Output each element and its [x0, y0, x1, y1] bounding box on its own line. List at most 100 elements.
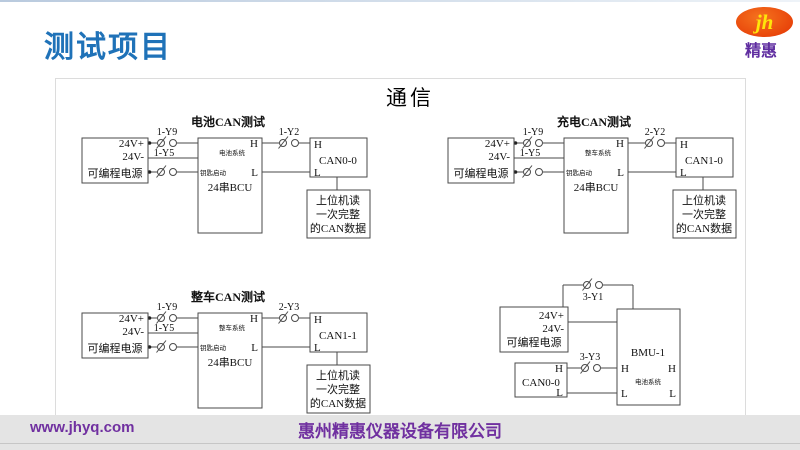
note-line: 上位机读 — [316, 368, 360, 382]
psu-positive: 24V+ — [485, 138, 510, 150]
diagram-charging-can-test: 充电CAN测试 24V+ 24V- 可编程电源 1-Y9 1-Y5 — [447, 114, 737, 239]
note-line: 一次完整 — [682, 207, 726, 221]
terminal-h: H — [250, 138, 258, 150]
relay-switch-power: 1-Y9 — [156, 302, 177, 324]
wires — [562, 284, 634, 394]
diagram-bmu-can-test: 3-Y1 24V+ 24V- 可编程电源 BMU-1 H H 电池系统 L L … — [499, 278, 681, 406]
switch-label: 1-Y5 — [154, 148, 175, 159]
switch-label: 1-Y9 — [157, 127, 178, 138]
can-channel-box: H CAN0-0 L — [514, 362, 568, 399]
bcu-key-label: 钥匙启动 — [200, 168, 227, 177]
slide-title: 测试项目 — [44, 31, 172, 64]
can-outline — [309, 137, 368, 178]
can-outline — [309, 312, 368, 353]
switch-label: 1-Y2 — [279, 127, 300, 138]
psu-negative: 24V- — [488, 151, 510, 163]
note-outline — [306, 364, 371, 414]
switch-label: 1-Y5 — [520, 148, 541, 159]
psu-outline — [499, 306, 569, 353]
terminal-h: H — [250, 313, 258, 325]
terminal-l: L — [617, 167, 624, 179]
terminal-l: L — [251, 167, 258, 179]
bmu-system-label: 电池系统 — [635, 377, 662, 386]
terminal-h: H — [314, 139, 322, 151]
psu-outline — [447, 137, 515, 184]
can-channel-box: H CAN1-0 L — [675, 137, 734, 179]
note-line: 上位机读 — [316, 193, 360, 207]
bcu-box: H 电池系统 钥匙启动 L 24串BCU — [197, 137, 263, 234]
psu-name: 可编程电源 — [88, 166, 143, 180]
bcu-outline — [197, 312, 263, 409]
psu-outline — [81, 137, 149, 184]
footer-website: www.jhyq.com — [30, 419, 135, 436]
psu-name: 可编程电源 — [507, 335, 562, 349]
switch-label: 1-Y5 — [154, 323, 175, 334]
bcu-box: H 整车系统 钥匙启动 L 24串BCU — [563, 137, 629, 234]
psu-positive: 24V+ — [119, 313, 144, 325]
psu-positive: 24V+ — [119, 138, 144, 150]
psu-negative: 24V- — [542, 323, 564, 335]
terminal-h: H — [314, 314, 322, 326]
relay-switch-can: 3-Y3 — [580, 352, 601, 374]
diagram-vehicle-can-test: 整车CAN测试 24V+ 24V- 可编程电源 1-Y9 1-Y5 — [81, 289, 371, 414]
switch-label: 3-Y1 — [583, 292, 604, 303]
bcu-system-label: 电池系统 — [219, 148, 246, 157]
note-outline — [306, 189, 371, 239]
diagram-title: 电池CAN测试 — [191, 114, 265, 129]
can-name: CAN0-0 — [319, 155, 357, 167]
note-line: 一次完整 — [316, 207, 360, 221]
can-channel-box: H CAN0-0 L — [309, 137, 368, 179]
note-outline — [672, 189, 737, 239]
relay-switch-power: 1-Y9 — [522, 127, 544, 149]
bcu-system-label: 整车系统 — [585, 148, 612, 157]
relay-switch-can: 1-Y2 — [278, 127, 300, 149]
bcu-name: 24串BCU — [208, 181, 253, 194]
bmu-box: BMU-1 H H 电池系统 L L — [616, 308, 681, 406]
diagram-battery-can-test: 电池CAN测试 24V+ 24V- 可编程电源 1-Y9 1-Y5 — [81, 114, 371, 239]
note-line: 的CAN数据 — [310, 396, 366, 410]
switch-label: 1-Y9 — [523, 127, 544, 138]
terminal-h: H — [680, 139, 688, 151]
switch-label: 3-Y3 — [580, 352, 601, 363]
wires — [513, 141, 704, 190]
bcu-outline — [563, 137, 629, 234]
host-note-box: 上位机读 一次完整 的CAN数据 — [306, 189, 371, 239]
terminal-l: L — [314, 342, 321, 354]
can-name: CAN0-0 — [522, 377, 560, 389]
bcu-name: 24串BCU — [574, 181, 619, 194]
bmu-name: BMU-1 — [631, 347, 665, 359]
note-line: 的CAN数据 — [310, 221, 366, 235]
bmu-outline — [616, 308, 681, 406]
footer-bar: www.jhyq.com 惠州精惠仪器设备有限公司 — [0, 415, 800, 450]
relay-switch-power: 1-Y9 — [156, 127, 178, 149]
terminal-l: L — [680, 167, 687, 179]
relay-switch-key: 1-Y5 — [520, 148, 543, 178]
terminal-l: L — [251, 342, 258, 354]
terminal-l: L — [669, 388, 676, 400]
can-outline — [675, 137, 734, 178]
footer-company: 惠州精惠仪器设备有限公司 — [298, 422, 502, 441]
psu-outline — [81, 312, 149, 359]
logo-monogram: jh — [755, 9, 774, 34]
psu-negative: 24V- — [122, 151, 144, 163]
note-line: 的CAN数据 — [676, 221, 732, 235]
terminal-l: L — [314, 167, 321, 179]
bcu-name: 24串BCU — [208, 356, 253, 369]
diagram-title: 整车CAN测试 — [190, 289, 265, 304]
bcu-key-label: 钥匙启动 — [566, 168, 593, 177]
company-logo-icon: jh — [736, 7, 793, 37]
bcu-system-label: 整车系统 — [219, 323, 246, 332]
can-name: CAN1-1 — [319, 330, 357, 342]
wires — [147, 141, 338, 190]
psu-box: 24V+ 24V- 可编程电源 — [447, 137, 515, 184]
top-accent-strip — [0, 0, 800, 2]
can-name: CAN1-0 — [685, 155, 723, 167]
relay-switch-can: 2-Y2 — [644, 127, 665, 149]
wires — [147, 316, 338, 365]
psu-negative: 24V- — [122, 326, 144, 338]
terminal-h: H — [668, 363, 676, 375]
note-line: 上位机读 — [682, 193, 726, 207]
can-outline — [514, 362, 568, 398]
psu-box: 24V+ 24V- 可编程电源 — [499, 306, 569, 353]
terminal-l: L — [556, 387, 563, 399]
